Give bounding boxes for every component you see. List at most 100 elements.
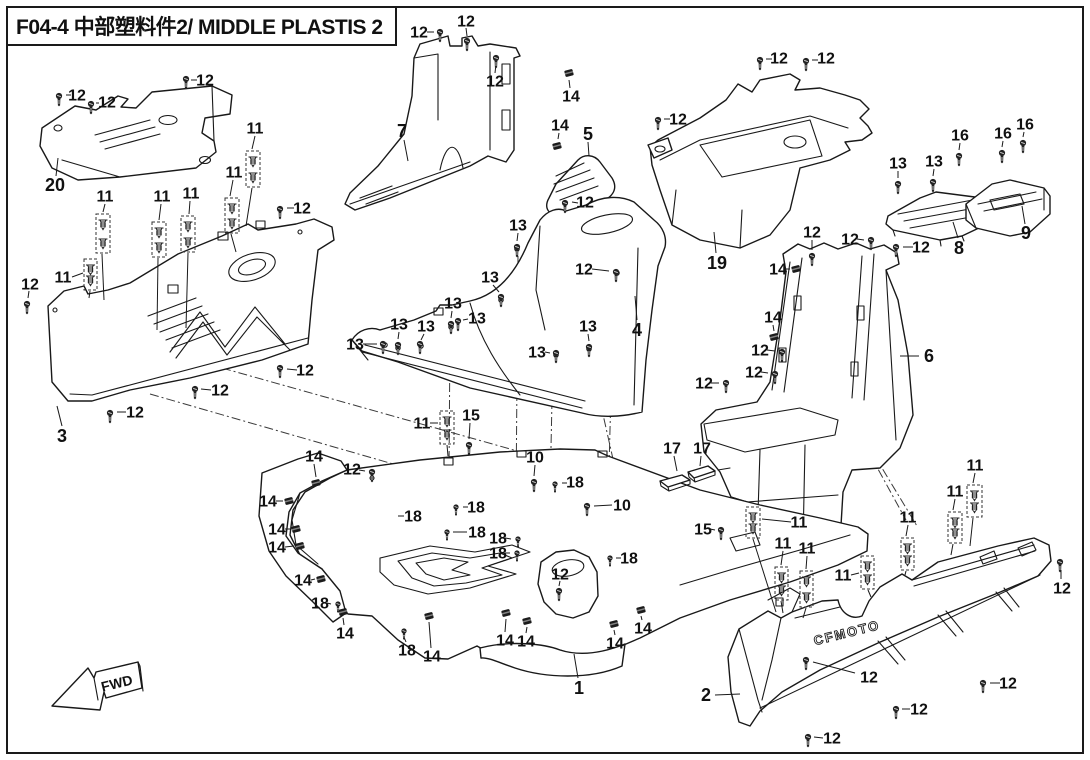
part-number-label: 8 <box>954 238 964 258</box>
fastener-number-label: 13 <box>925 154 943 171</box>
screw-icon <box>722 379 730 394</box>
callout-8: 8 <box>952 221 964 258</box>
fastener-number-label: 17 <box>663 441 681 458</box>
part-number-label: 1 <box>574 678 584 698</box>
fastener-number-label: 14 <box>336 626 354 643</box>
fastener-number-label: 14 <box>634 621 652 638</box>
callout-12: 12 <box>804 731 841 748</box>
fastener-number-label: 16 <box>951 128 969 145</box>
part-number-label: 7 <box>397 121 407 141</box>
fastener-number-label: 12 <box>999 676 1017 693</box>
callout-11: 11 <box>966 458 984 547</box>
callout-11: 11 <box>180 186 200 329</box>
callout-12: 12 <box>1053 558 1071 598</box>
callout-12: 12 <box>21 277 39 315</box>
callout-12: 12 <box>575 262 620 283</box>
clip-fastener-icon <box>226 218 238 230</box>
callout-11: 11 <box>799 541 816 619</box>
callout-18: 18 <box>398 628 416 660</box>
callout-7: 7 <box>397 121 409 162</box>
fastener-number-label: 11 <box>247 121 264 138</box>
fastener-number-label: 14 <box>259 494 277 511</box>
fastener-number-label: 11 <box>154 189 171 206</box>
callout-13: 13 <box>481 270 505 308</box>
callout-13: 13 <box>925 154 943 193</box>
fastener-number-label: 12 <box>745 365 763 382</box>
callout-13: 13 <box>889 156 907 195</box>
screw-icon <box>276 364 284 379</box>
clip-fastener-icon <box>85 264 96 276</box>
fastener-number-label: 15 <box>462 408 480 425</box>
screw-icon <box>1019 139 1027 154</box>
callout-13: 13 <box>416 319 435 355</box>
callout-12: 12 <box>892 702 928 720</box>
clip-fastener-icon <box>441 416 453 428</box>
callout-12: 12 <box>410 25 444 43</box>
part-number-label: 5 <box>583 124 593 144</box>
clip-fastener-icon <box>801 576 812 588</box>
fastener-number-label: 11 <box>97 189 114 206</box>
clip-fastener-icon <box>969 502 980 514</box>
callout-14: 14 <box>606 619 624 653</box>
clip-fastener-icon <box>949 528 961 540</box>
clip-fastener-icon <box>153 227 165 239</box>
screw-icon <box>894 180 902 195</box>
clip-fastener-icon <box>97 219 109 231</box>
fastener-number-label: 16 <box>994 126 1012 143</box>
callout-14: 14 <box>634 605 652 638</box>
fastener-number-label: 12 <box>410 25 428 42</box>
fastener-number-label: 12 <box>551 567 569 584</box>
fastener-number-label: 12 <box>126 405 144 422</box>
screw-icon <box>998 149 1006 164</box>
callout-12: 12 <box>276 201 311 220</box>
callout-18: 18 <box>489 546 520 563</box>
part-9-ribbed-box <box>965 179 1051 237</box>
diagram-title: F04-4 中部塑料件2/ MIDDLE PLASTIS 2 <box>6 6 397 46</box>
part-number-label: 6 <box>924 346 934 366</box>
callout-18: 18 <box>444 525 486 542</box>
fastener-number-label: 18 <box>398 643 416 660</box>
clip-fastener-icon <box>85 275 96 287</box>
fastener-number-label: 12 <box>457 14 475 31</box>
callout-11: 11 <box>835 555 875 598</box>
fastener-number-label: 14 <box>268 540 286 557</box>
fastener-number-label: 14 <box>769 262 787 279</box>
clip-fastener-icon <box>226 203 238 215</box>
callout-16: 16 <box>1016 117 1034 154</box>
screw-icon <box>191 385 199 400</box>
nut-icon <box>564 68 574 78</box>
callout-11: 11 <box>900 510 917 576</box>
callout-17: 17 <box>663 441 681 472</box>
fastener-number-label: 12 <box>211 383 229 400</box>
clip-fastener-icon <box>949 517 961 529</box>
fwd-arrow-label: FWD <box>99 672 134 695</box>
fastener-number-label: 11 <box>791 515 808 532</box>
clip-fastener-icon <box>97 238 109 250</box>
screw-icon <box>892 705 900 720</box>
callout-12: 12 <box>756 51 788 71</box>
drawing-border <box>6 6 1084 754</box>
part-number-label: 2 <box>701 685 711 705</box>
part-7-console-front <box>344 35 521 211</box>
fastener-number-label: 14 <box>551 118 569 135</box>
callout-10: 10 <box>526 450 544 493</box>
callout-1: 1 <box>573 653 584 698</box>
callout-11: 11 <box>774 536 792 614</box>
clip-fastener-icon <box>902 543 913 555</box>
screw-icon <box>929 178 937 193</box>
callout-12: 12 <box>892 240 930 258</box>
fastener-number-label: 14 <box>764 310 782 327</box>
part-20-guard-plate <box>39 85 233 181</box>
fastener-number-label: 14 <box>517 634 535 651</box>
callout-12: 12 <box>803 225 821 267</box>
fastener-number-label: 12 <box>21 277 39 294</box>
fastener-number-label: 12 <box>1053 581 1071 598</box>
callout-11: 11 <box>224 165 243 253</box>
fastener-number-label: 12 <box>803 225 821 242</box>
fastener-number-label: 18 <box>620 551 638 568</box>
callout-11: 11 <box>947 484 964 556</box>
callout-14: 14 <box>496 608 514 650</box>
screw-icon <box>955 152 963 167</box>
fastener-number-label: 18 <box>468 525 486 542</box>
